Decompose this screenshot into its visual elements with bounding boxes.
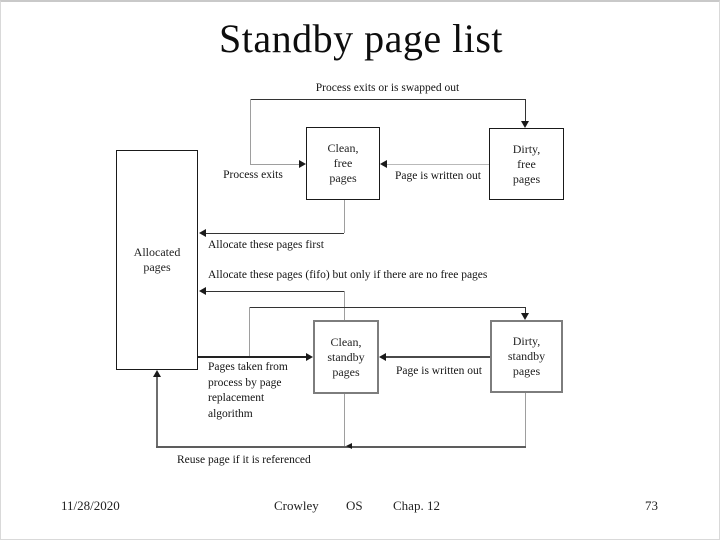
- page-title: Standby page list: [218, 16, 504, 61]
- arrowhead-into-dirty-standby: [521, 313, 529, 320]
- footer-date: 11/28/2020: [61, 498, 120, 513]
- edge-label-reuse: Reuse page if it is referenced: [177, 454, 311, 466]
- arrowhead-reuse-junction: [346, 443, 352, 449]
- box-clean-free-pages: Clean, free pages: [306, 127, 380, 200]
- arrowhead-into-clean-standby-right: [379, 353, 386, 361]
- connector-allocate-first-horizontal: [202, 233, 344, 234]
- edge-label-allocate-first: Allocate these pages first: [208, 239, 324, 251]
- connector-written-out-top: [387, 164, 489, 165]
- footer-page-number: 73: [645, 498, 658, 513]
- connector-process-exits-horizontal: [250, 164, 299, 165]
- arrowhead-allocate-fifo: [199, 287, 206, 295]
- arrowhead-into-clean-standby-left: [306, 353, 313, 361]
- box-allocated-pages: Allocated pages: [116, 150, 198, 370]
- edge-label-process-exits: Process exits: [223, 169, 283, 181]
- footer-chapter: Chap. 12: [393, 498, 440, 513]
- arrowhead-into-dirty-free: [521, 121, 529, 128]
- box-clean-standby-pages: Clean, standby pages: [313, 320, 379, 394]
- arrowhead-into-allocated-bottom: [153, 370, 161, 377]
- connector-branch-drop: [525, 307, 526, 315]
- edge-label-written-out-bottom: Page is written out: [396, 365, 482, 377]
- edge-label-swap-out: Process exits or is swapped out: [315, 82, 460, 94]
- connector-branch-rise: [249, 307, 250, 357]
- connector-dirty-standby-drop: [525, 393, 526, 446]
- connector-allocate-fifo-horizontal: [202, 291, 344, 292]
- connector-process-exits-vertical: [250, 99, 251, 164]
- arrowhead-allocate-first: [199, 229, 206, 237]
- connector-swap-out-drop: [525, 99, 526, 123]
- box-dirty-free-pages: Dirty, free pages: [489, 128, 564, 200]
- connector-reuse-rise: [156, 373, 158, 446]
- connector-replacement-horizontal: [198, 356, 306, 358]
- connector-branch-horizontal: [249, 307, 525, 308]
- connector-swap-out-horizontal: [250, 99, 525, 100]
- connector-written-out-bottom: [381, 356, 490, 358]
- connector-reuse-horizontal: [156, 446, 526, 448]
- connector-allocate-first-drop: [344, 200, 345, 233]
- connector-allocate-fifo-rise: [344, 291, 345, 320]
- connector-clean-standby-drop: [344, 394, 345, 446]
- footer-author: Crowley: [274, 498, 319, 513]
- box-dirty-standby-pages: Dirty, standby pages: [490, 320, 563, 393]
- arrowhead-into-clean-free-right: [380, 160, 387, 168]
- edge-label-allocate-fifo: Allocate these pages (fifo) but only if …: [208, 269, 488, 281]
- edge-label-written-out-top: Page is written out: [395, 170, 481, 182]
- edge-label-page-replacement: Pages taken from process by page replace…: [208, 361, 288, 420]
- arrowhead-into-clean-free-left: [299, 160, 306, 168]
- footer-course: OS: [346, 498, 363, 513]
